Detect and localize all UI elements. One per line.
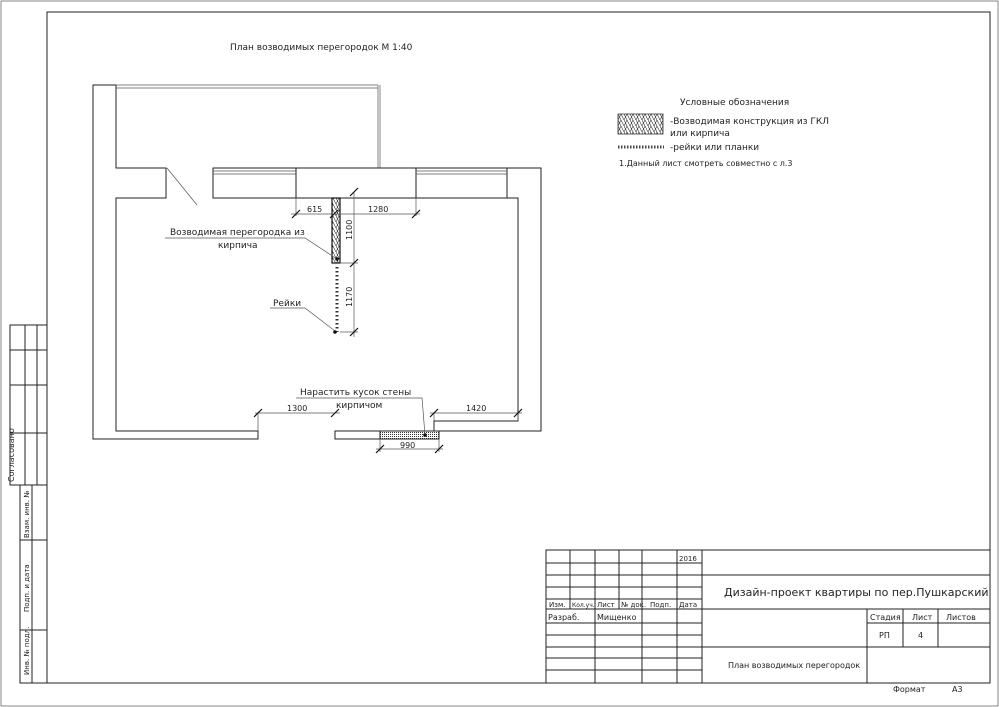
tb-stage: РП xyxy=(879,631,890,640)
tb-header-list: Лист xyxy=(597,601,615,609)
label-rails: Рейки xyxy=(273,299,301,309)
legend-item-2: -рейки или планки xyxy=(670,143,759,153)
right-wall xyxy=(433,167,542,432)
tb-year: 2016 xyxy=(679,555,697,563)
tb-project-name: Дизайн-проект квартиры по пер.Пушкарский xyxy=(724,586,989,599)
dim-1420: 1420 xyxy=(466,404,486,413)
tb-header-doc: № док. xyxy=(621,601,646,609)
tb-format-label: Формат xyxy=(893,685,926,694)
tb-header-kol: Кол.уч. xyxy=(572,602,595,609)
dim-1170: 1170 xyxy=(345,287,354,307)
tb-sheets-header: Листов xyxy=(946,613,976,622)
dim-1100: 1100 xyxy=(345,220,354,240)
tb-format: А3 xyxy=(952,685,963,694)
stamp-inv-replace: Взам. инв. № xyxy=(23,490,31,538)
balcony xyxy=(116,84,381,168)
dim-1280: 1280 xyxy=(368,205,388,214)
dimensions xyxy=(253,187,523,454)
floor-plan xyxy=(92,84,542,440)
tb-stage-header: Стадия xyxy=(870,613,901,622)
window-left xyxy=(212,167,297,199)
legend-hatch-swatch xyxy=(617,113,664,135)
extend-wall-hatch xyxy=(379,430,440,440)
tb-role: Разраб. xyxy=(548,613,579,622)
label-extend-wall-2: кирпичом xyxy=(336,401,382,411)
label-extend-wall: Нарастить кусок стены xyxy=(300,388,411,398)
tb-sheet-header: Лист xyxy=(912,613,933,622)
label-brick-partition: Возводимая перегородка из xyxy=(170,228,305,238)
title-block xyxy=(545,549,991,684)
legend-item-1b: или кирпича xyxy=(670,129,730,139)
left-wall xyxy=(92,84,259,440)
legend: Условные обозначения -Возводимая констру… xyxy=(617,98,829,168)
window-right xyxy=(415,167,508,199)
tb-drawing-name: План возводимых перегородок xyxy=(728,661,860,670)
stamp-sign-date: Подп. и дата xyxy=(23,564,31,612)
tb-sheet: 4 xyxy=(918,631,923,640)
legend-title: Условные обозначения xyxy=(680,98,789,108)
tb-header-izm: Изм. xyxy=(549,601,565,609)
legend-item-1: -Возводимая конструкция из ГКЛ xyxy=(670,117,829,127)
label-brick-partition-2: кирпича xyxy=(218,241,258,251)
legend-note: 1.Данный лист смотреть совместно с л.3 xyxy=(619,159,793,168)
side-stamp xyxy=(9,324,48,684)
leaders xyxy=(165,237,426,436)
brick-partition xyxy=(331,197,341,264)
stamp-inv-orig: Инв. № подл. xyxy=(23,627,31,675)
dim-615: 615 xyxy=(307,205,322,214)
stamp-agreed: Согласовано xyxy=(7,428,16,482)
tb-author: Мищенко xyxy=(597,613,637,622)
tb-header-date: Дата xyxy=(679,601,697,609)
tb-header-sign: Подп. xyxy=(650,601,671,609)
drawing-title: План возводимых перегородок М 1:40 xyxy=(230,43,413,53)
dim-990: 990 xyxy=(400,441,415,450)
door-swing xyxy=(166,167,198,206)
dim-1300: 1300 xyxy=(287,404,307,413)
wall-pier xyxy=(295,167,417,199)
